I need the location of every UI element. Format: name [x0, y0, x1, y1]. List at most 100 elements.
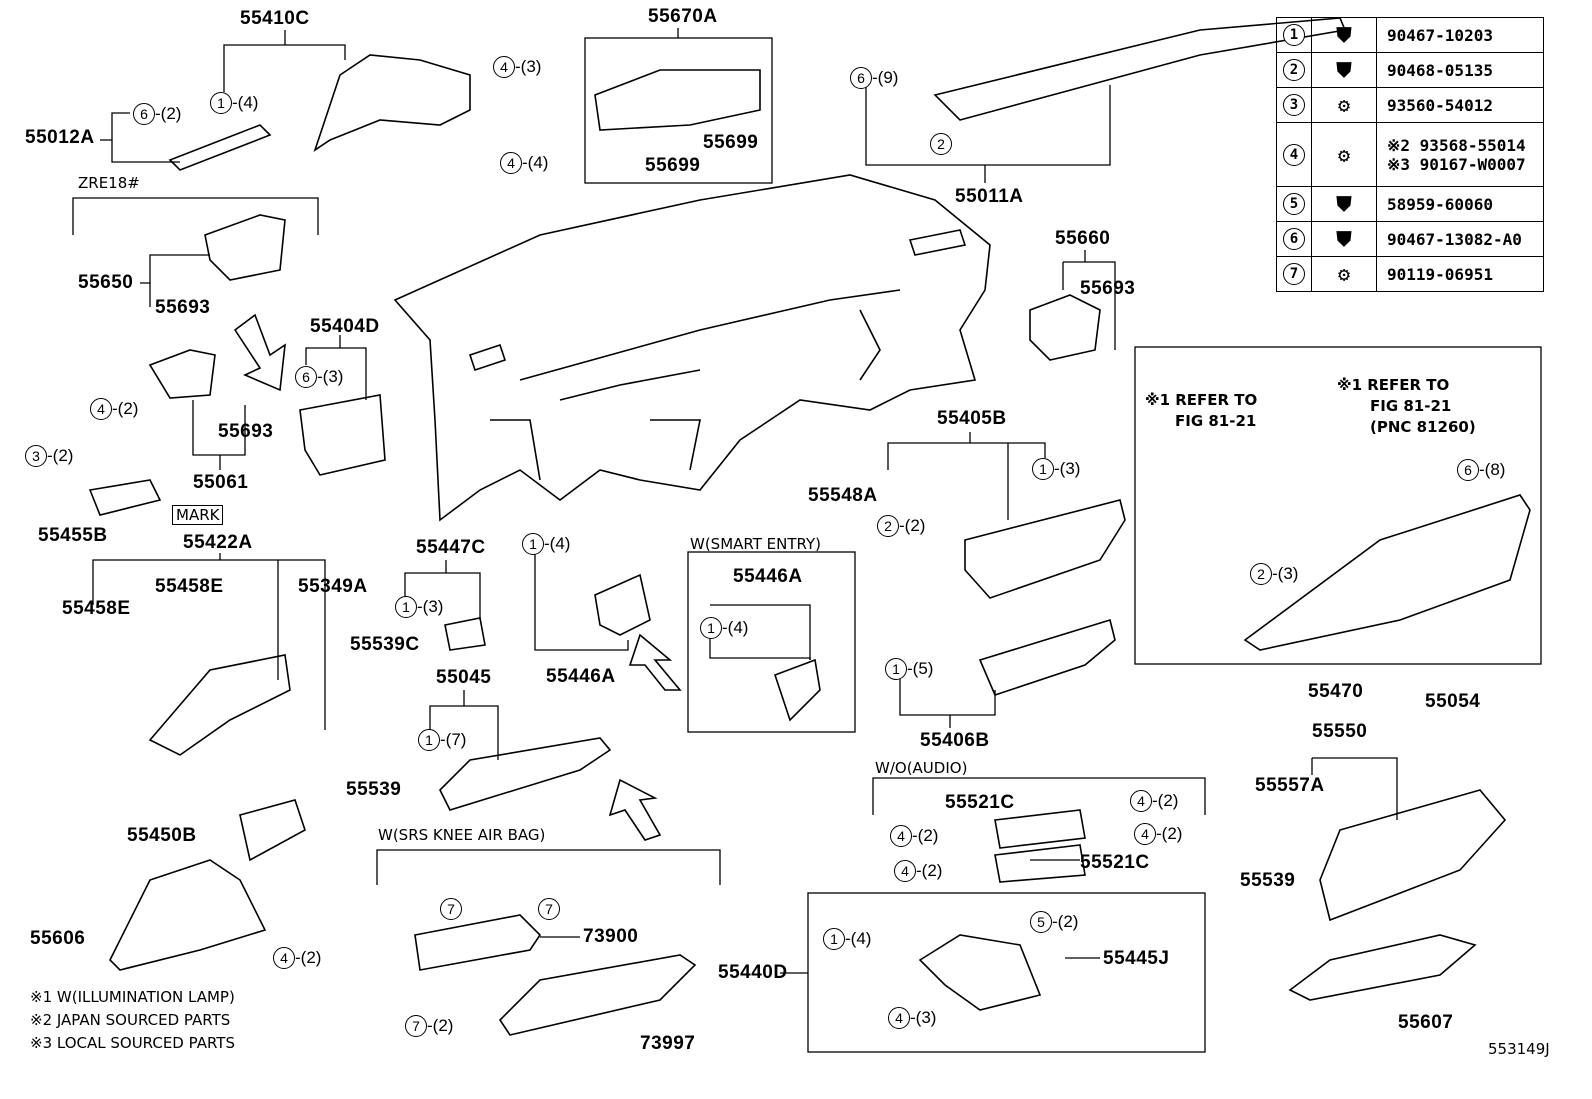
part-number-label[interactable]: 55550	[1312, 721, 1368, 742]
part-number-label[interactable]: 55557A	[1255, 775, 1325, 796]
part-number-label[interactable]: 55011A	[955, 186, 1024, 207]
leader-lines	[92, 28, 1398, 974]
part-number: ※2 93568-55014	[1387, 135, 1526, 155]
part-number-label[interactable]: 55446A	[733, 566, 803, 587]
part-number-label[interactable]: 55445J	[1103, 948, 1170, 969]
part-number-label[interactable]: 55455B	[38, 525, 108, 546]
fastener-number-circle: 1	[522, 533, 544, 555]
fastener-row: 3⚙93560-54012	[1276, 87, 1544, 123]
part-number-label[interactable]: 55061	[193, 472, 249, 493]
fastener-part-number[interactable]: 58959-60060	[1376, 186, 1544, 222]
fastener-callout: 1-(4)	[210, 92, 258, 114]
part-number-label[interactable]: 55458E	[62, 598, 131, 619]
fastener-quantity: -(3)	[910, 1008, 937, 1027]
part-number-label[interactable]: 55470	[1308, 681, 1364, 702]
fastener-number-circle: 3	[1283, 94, 1305, 116]
fastener-callout: 5-(2)	[1030, 911, 1078, 933]
clip-icon: ⛊	[1311, 52, 1377, 88]
glovebox-55470	[1243, 494, 1531, 651]
panel-smart-55446a	[773, 658, 821, 722]
fastener-number-circle: 4	[90, 398, 112, 420]
part-number-label[interactable]: 55539C	[350, 634, 420, 655]
meter-hood-55410c	[313, 54, 471, 152]
part-number-label[interactable]: 55521C	[1080, 852, 1150, 873]
panel-55446a	[594, 573, 651, 636]
part-number-label[interactable]: 55521C	[945, 792, 1015, 813]
part-number-label[interactable]: 55606	[30, 928, 86, 949]
fastener-callout: 4-(3)	[493, 56, 541, 78]
fastener-part-number[interactable]: 90468-05135	[1376, 52, 1544, 88]
part-number-label[interactable]: 55045	[436, 667, 492, 688]
fastener-callout: 1-(4)	[700, 617, 748, 639]
fastener-callout: 1-(5)	[885, 658, 933, 680]
part-number-label[interactable]: 55660	[1055, 228, 1111, 249]
fastener-quantity: -(2)	[155, 104, 182, 123]
fastener-number-circle: 6	[850, 67, 872, 89]
fastener-number-circle: 6	[133, 103, 155, 125]
pocket-55521c-b	[994, 844, 1086, 883]
panel-55405b	[964, 499, 1126, 599]
fastener-part-number[interactable]: 90467-10203	[1376, 17, 1544, 53]
fastener-number-circle: 6	[1283, 228, 1305, 250]
zre-label: ZRE18#	[78, 174, 140, 192]
part-number-label[interactable]: 55670A	[648, 6, 718, 27]
part-number-label[interactable]: 55405B	[937, 408, 1007, 429]
fastener-part-number[interactable]: 93560-54012	[1376, 87, 1544, 123]
refer-line: ※1 REFER TO	[1337, 376, 1450, 394]
refer-line: ※1 REFER TO	[1145, 391, 1258, 409]
fastener-part-number[interactable]: ※2 93568-55014※3 90167-W0007	[1376, 122, 1544, 187]
switch-55447c	[444, 617, 486, 651]
fastener-number-circle: 4	[1130, 790, 1152, 812]
glovebox-55550	[1319, 789, 1507, 922]
part-number-label[interactable]: 55699	[703, 132, 759, 153]
part-number-label[interactable]: 55447C	[416, 537, 486, 558]
part-number-label[interactable]: 55422A	[183, 532, 253, 553]
part-number-label[interactable]: 55693	[1080, 278, 1136, 299]
cover-55606	[109, 859, 267, 971]
part-number-label[interactable]: 55539	[346, 779, 402, 800]
part-number-label[interactable]: 55410C	[240, 8, 310, 29]
part-number-label[interactable]: 73900	[583, 926, 639, 947]
part-number-label[interactable]: 55607	[1398, 1012, 1454, 1033]
fastener-callout: 7	[538, 898, 560, 920]
arrow-icon	[608, 778, 662, 841]
part-number-label[interactable]: 55650	[78, 272, 134, 293]
part-number-label[interactable]: 55539	[1240, 870, 1296, 891]
part-number: 90467-13082-A0	[1387, 229, 1522, 249]
fastener-number-circle: 7	[1283, 263, 1305, 285]
clip-icon: ⛊	[1311, 17, 1377, 53]
part-number-label[interactable]: 55349A	[298, 576, 368, 597]
part-number-label[interactable]: 55450B	[127, 825, 197, 846]
part-number-label[interactable]: 55548A	[808, 485, 878, 506]
part-number-label[interactable]: 55404D	[310, 316, 380, 337]
fastener-number-circle: 4	[1283, 143, 1305, 166]
part-number-label[interactable]: 55458E	[155, 576, 224, 597]
panel-55404d	[299, 394, 386, 476]
fastener-row: 1⛊90467-10203	[1276, 17, 1544, 53]
fastener-quantity: -(2)	[427, 1016, 454, 1035]
part-number-label[interactable]: 55406B	[920, 730, 990, 751]
part-number-label[interactable]: 55440D	[718, 962, 788, 983]
fastener-quantity: -(4)	[845, 929, 872, 948]
part-number-label[interactable]: 55012A	[25, 127, 95, 148]
part-number-label[interactable]: 55699	[645, 155, 701, 176]
part-number-label[interactable]: 55693	[155, 297, 211, 318]
part-number-label[interactable]: 55693	[218, 421, 274, 442]
register-55650	[204, 214, 286, 281]
fastener-number-circle: 7	[405, 1015, 427, 1037]
part-number-label[interactable]: 55054	[1425, 691, 1481, 712]
register-55670a	[594, 69, 761, 131]
part-number-label[interactable]: 73997	[640, 1033, 696, 1054]
fastener-number: 3	[1276, 87, 1312, 123]
fastener-callout: 4-(2)	[894, 860, 942, 882]
register-55660	[1029, 294, 1101, 361]
panel-55422a	[148, 654, 291, 756]
fastener-part-number[interactable]: 90467-13082-A0	[1376, 221, 1544, 257]
fastener-quantity: -(7)	[440, 730, 467, 749]
fastener-part-number[interactable]: 90119-06951	[1376, 256, 1544, 292]
fastener-number-circle: 4	[1134, 823, 1156, 845]
fastener-row: 4⚙※2 93568-55014※3 90167-W0007	[1276, 122, 1544, 187]
part-number-label[interactable]: 55446A	[546, 666, 616, 687]
fastener-number: 5	[1276, 186, 1312, 222]
